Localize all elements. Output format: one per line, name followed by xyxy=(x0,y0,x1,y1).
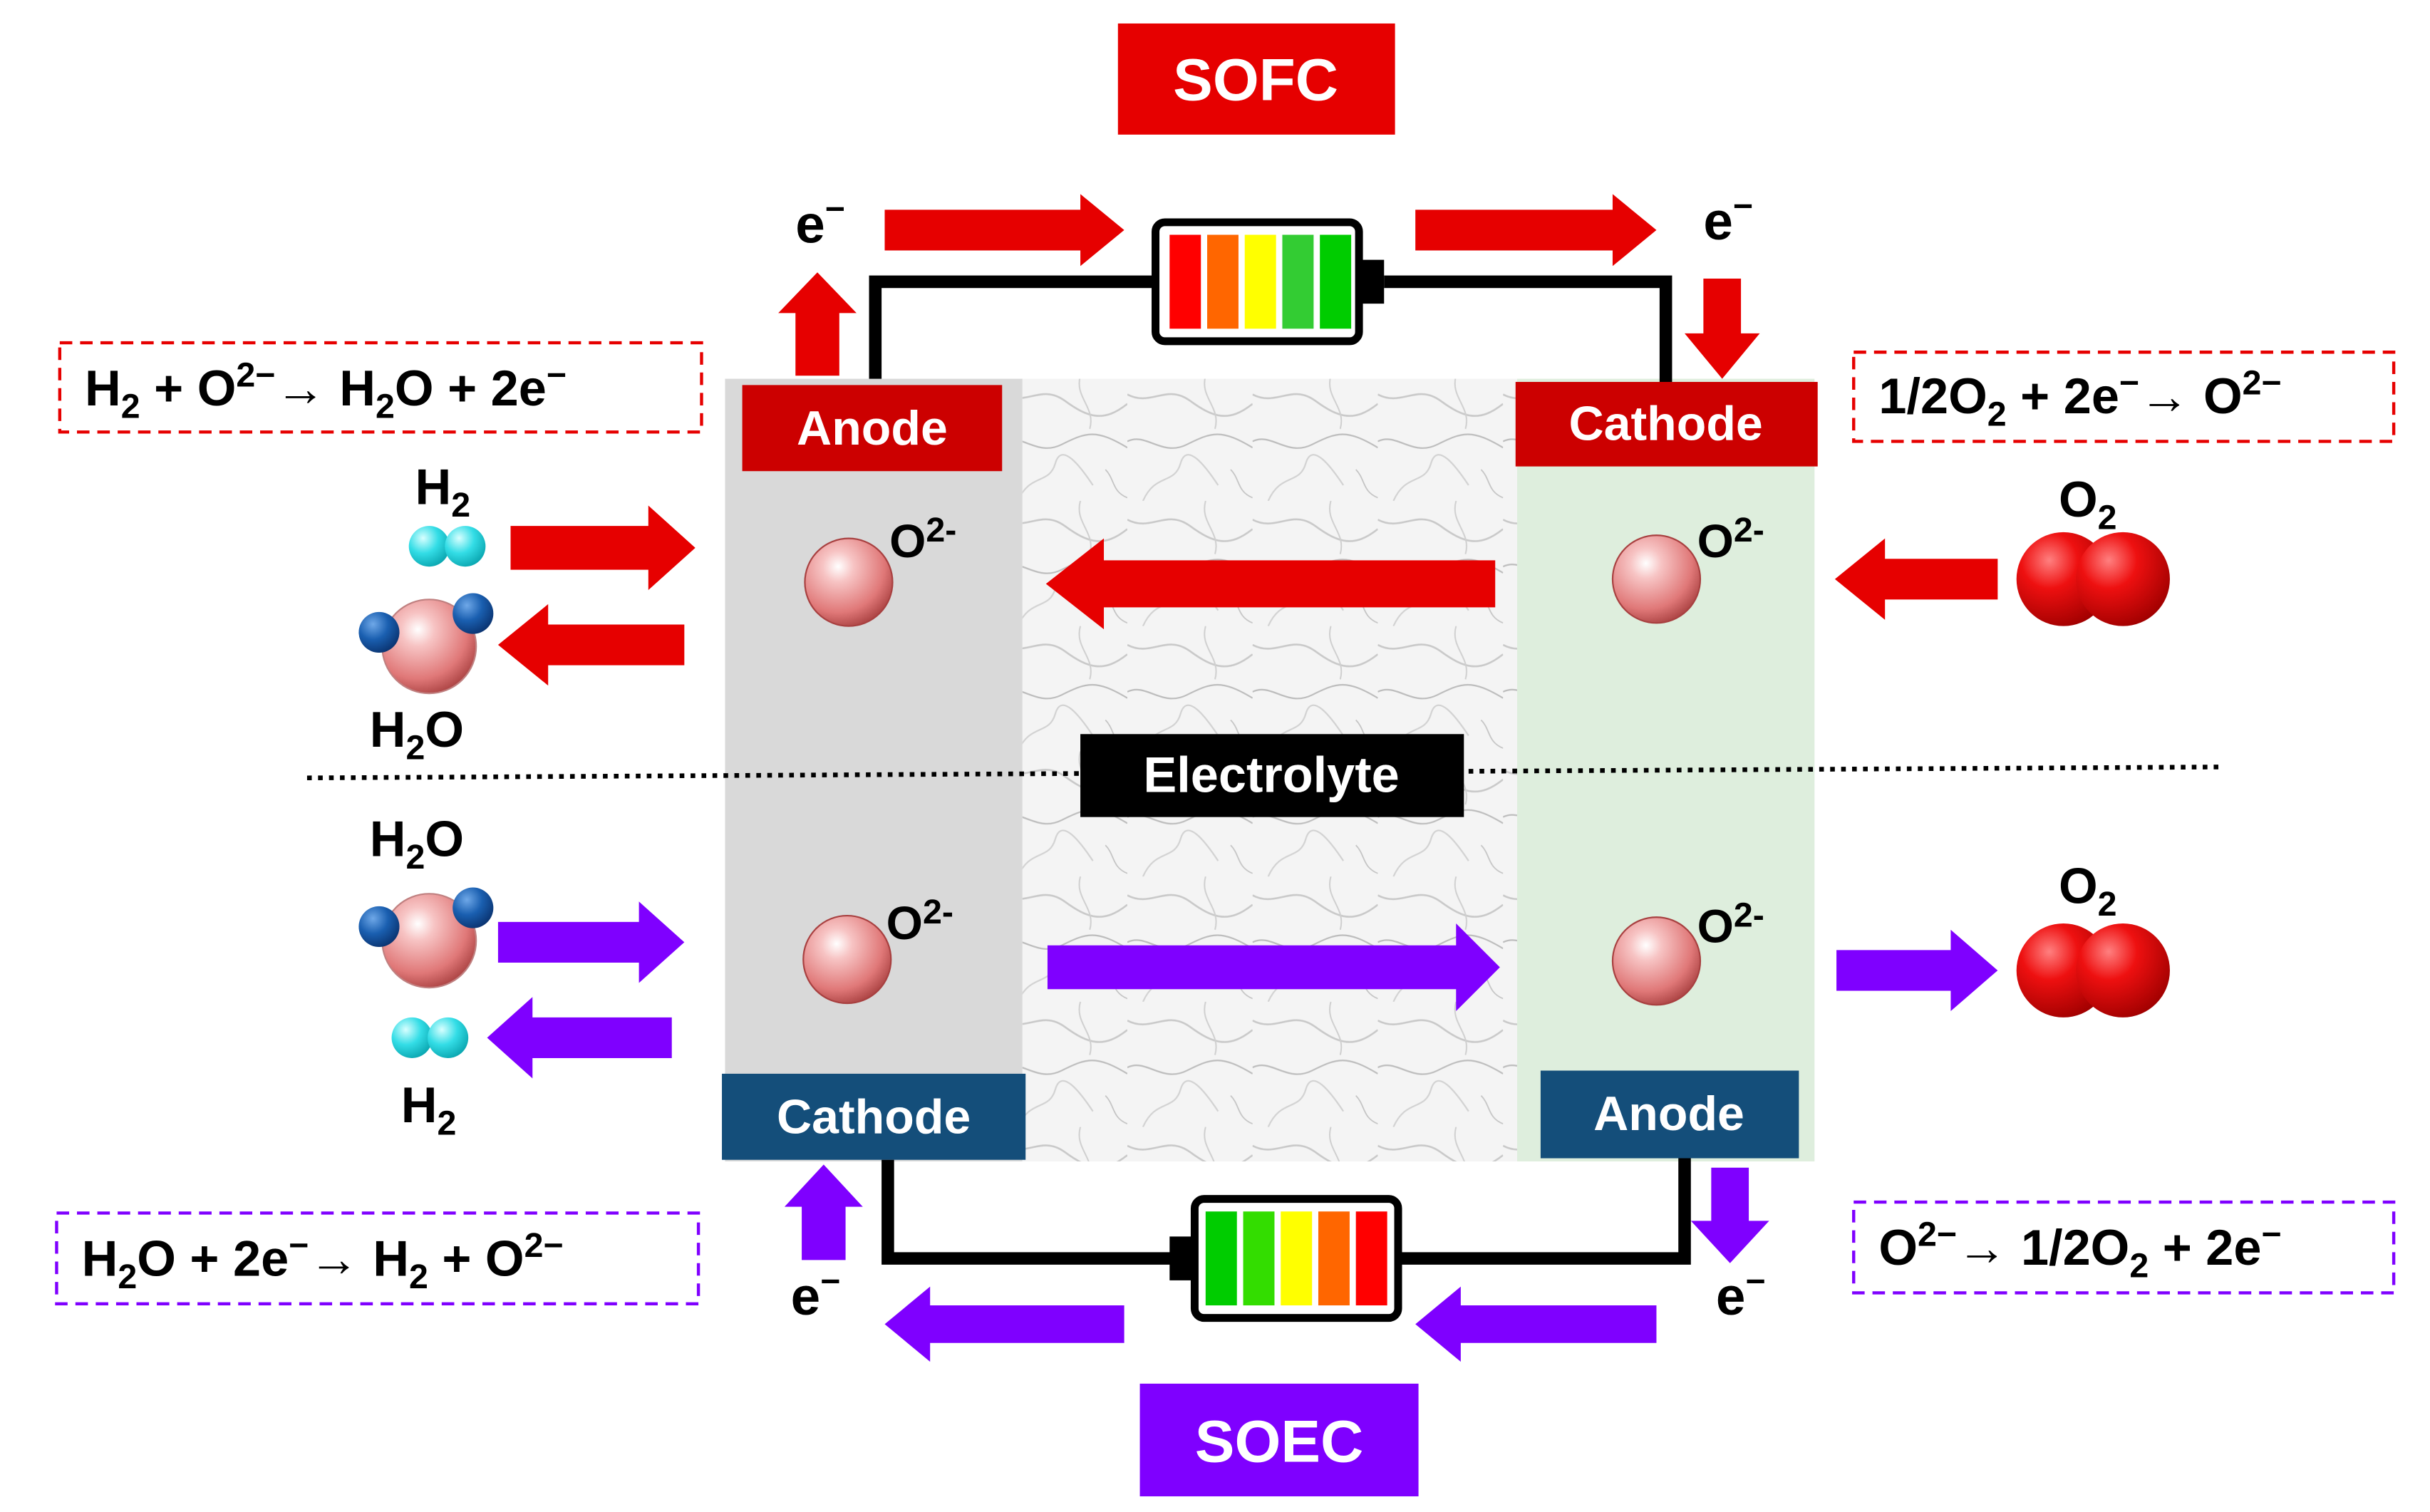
top-battery xyxy=(1152,218,1385,346)
bottom-anode-label-bg xyxy=(1540,1070,1799,1159)
arrow-h2-out xyxy=(487,997,672,1079)
electron-label-top-left: e− xyxy=(795,190,845,254)
equation-soec-anode: O2−→ 1/2O2 + 2e− xyxy=(1852,1200,2396,1295)
arrow-h2o-out xyxy=(497,604,685,686)
svg-text:O2-: O2- xyxy=(1697,511,1764,567)
equation-sofc-cathode: 1/2O2 + 2e−→ O2− xyxy=(1852,351,2396,443)
h2-molecule-bottom: H2 xyxy=(391,1017,469,1143)
svg-text:e−: e− xyxy=(1703,187,1753,251)
oxide-ion-top-right: O2- xyxy=(1611,511,1764,624)
o2-molecule-bottom: O2 xyxy=(2016,857,2170,1018)
bottom-anode-label: Anode xyxy=(1593,1087,1744,1141)
arrow-o2-in xyxy=(1834,538,1998,620)
arrow-electron-bottom-left xyxy=(884,1286,1124,1362)
arrow-electron-top-left xyxy=(884,194,1124,266)
arrow-h2o-in xyxy=(497,901,685,983)
svg-text:H2: H2 xyxy=(415,458,470,524)
electron-label-top-right: e− xyxy=(1703,187,1753,251)
top-cathode-label: Cathode xyxy=(1568,396,1762,450)
soec-title-text: SOEC xyxy=(1195,1408,1364,1475)
bottom-battery xyxy=(1169,1195,1402,1322)
svg-text:1/2O2 + 2e−→ O2−: 1/2O2 + 2e−→ O2− xyxy=(1878,364,2281,434)
top-anode-label: Anode xyxy=(797,401,948,455)
bottom-cathode-label: Cathode xyxy=(777,1089,971,1144)
svg-text:H2O: H2O xyxy=(370,701,464,767)
soec-title-bg xyxy=(1139,1383,1419,1497)
arrow-electron-down-cathode xyxy=(1685,279,1760,379)
sofc-title: SOFC xyxy=(1117,23,1395,135)
top-cathode-label-bg xyxy=(1515,381,1818,467)
arrow-ion-electrolyte xyxy=(1045,538,1496,630)
soec-title: SOEC xyxy=(1139,1383,1419,1497)
bottom-external-circuit xyxy=(881,1158,1691,1265)
svg-text:e−: e− xyxy=(795,190,845,254)
electrolyte-label-bg xyxy=(1080,734,1464,817)
sofc-title-bg xyxy=(1117,23,1395,135)
equation-sofc-anode: H2 + O2−→ H2O + 2e− xyxy=(58,341,703,434)
svg-text:H2O: H2O xyxy=(370,811,464,877)
electrolyte-label: Electrolyte xyxy=(1143,747,1399,803)
left-electrode-layer xyxy=(725,378,1023,1161)
svg-text:e−: e− xyxy=(791,1262,841,1326)
arrow-electron-up-anode xyxy=(778,272,857,376)
sofc-arrows xyxy=(497,194,1998,686)
h2o-molecule-bottom: H2O xyxy=(358,811,494,989)
oxide-ion-top-left: O2- xyxy=(804,511,956,627)
svg-text:H2 + O2−→ H2O + 2e−: H2 + O2−→ H2O + 2e− xyxy=(85,356,567,426)
equation-soec-cathode: H2O + 2e−→ H2 + O2− xyxy=(55,1211,700,1306)
electron-label-bottom-left: e− xyxy=(791,1262,841,1326)
top-external-circuit xyxy=(869,275,1672,382)
top-anode-label-bg xyxy=(742,385,1003,472)
bottom-cathode-label-bg xyxy=(722,1073,1026,1160)
h2-molecule-top: H2 xyxy=(408,458,486,567)
arrow-h2-in xyxy=(510,505,696,591)
svg-text:O2: O2 xyxy=(2059,857,2117,923)
svg-text:H2: H2 xyxy=(401,1077,457,1143)
svg-text:O2-: O2- xyxy=(1697,896,1764,952)
svg-text:e−: e− xyxy=(1716,1262,1766,1326)
arrow-electron-up-cathode xyxy=(784,1164,863,1260)
o2-molecule-top: O2 xyxy=(2016,471,2170,626)
svg-text:O2−→ 1/2O2 + 2e−: O2−→ 1/2O2 + 2e− xyxy=(1878,1216,2281,1285)
svg-text:H2O + 2e−→ H2 + O2−: H2O + 2e−→ H2 + O2− xyxy=(82,1226,564,1296)
mode-divider xyxy=(306,765,2223,781)
electron-label-bottom-right: e− xyxy=(1716,1262,1766,1326)
svg-text:O2-: O2- xyxy=(889,511,956,567)
arrow-electron-down-anode xyxy=(1690,1167,1769,1263)
arrow-electron-bottom-right xyxy=(1415,1286,1657,1362)
svg-text:O2: O2 xyxy=(2059,471,2117,537)
oxide-ion-bottom-right: O2- xyxy=(1611,896,1764,1006)
arrow-electron-top-right xyxy=(1415,194,1657,266)
h2o-molecule-top: H2O xyxy=(358,593,494,767)
oxide-ion-bottom-left: O2- xyxy=(802,893,953,1005)
sofc-title-text: SOFC xyxy=(1173,46,1338,113)
svg-text:O2-: O2- xyxy=(886,893,953,949)
arrow-ion-electrolyte-soec xyxy=(1047,923,1500,1012)
arrow-o2-out xyxy=(1836,929,1998,1012)
